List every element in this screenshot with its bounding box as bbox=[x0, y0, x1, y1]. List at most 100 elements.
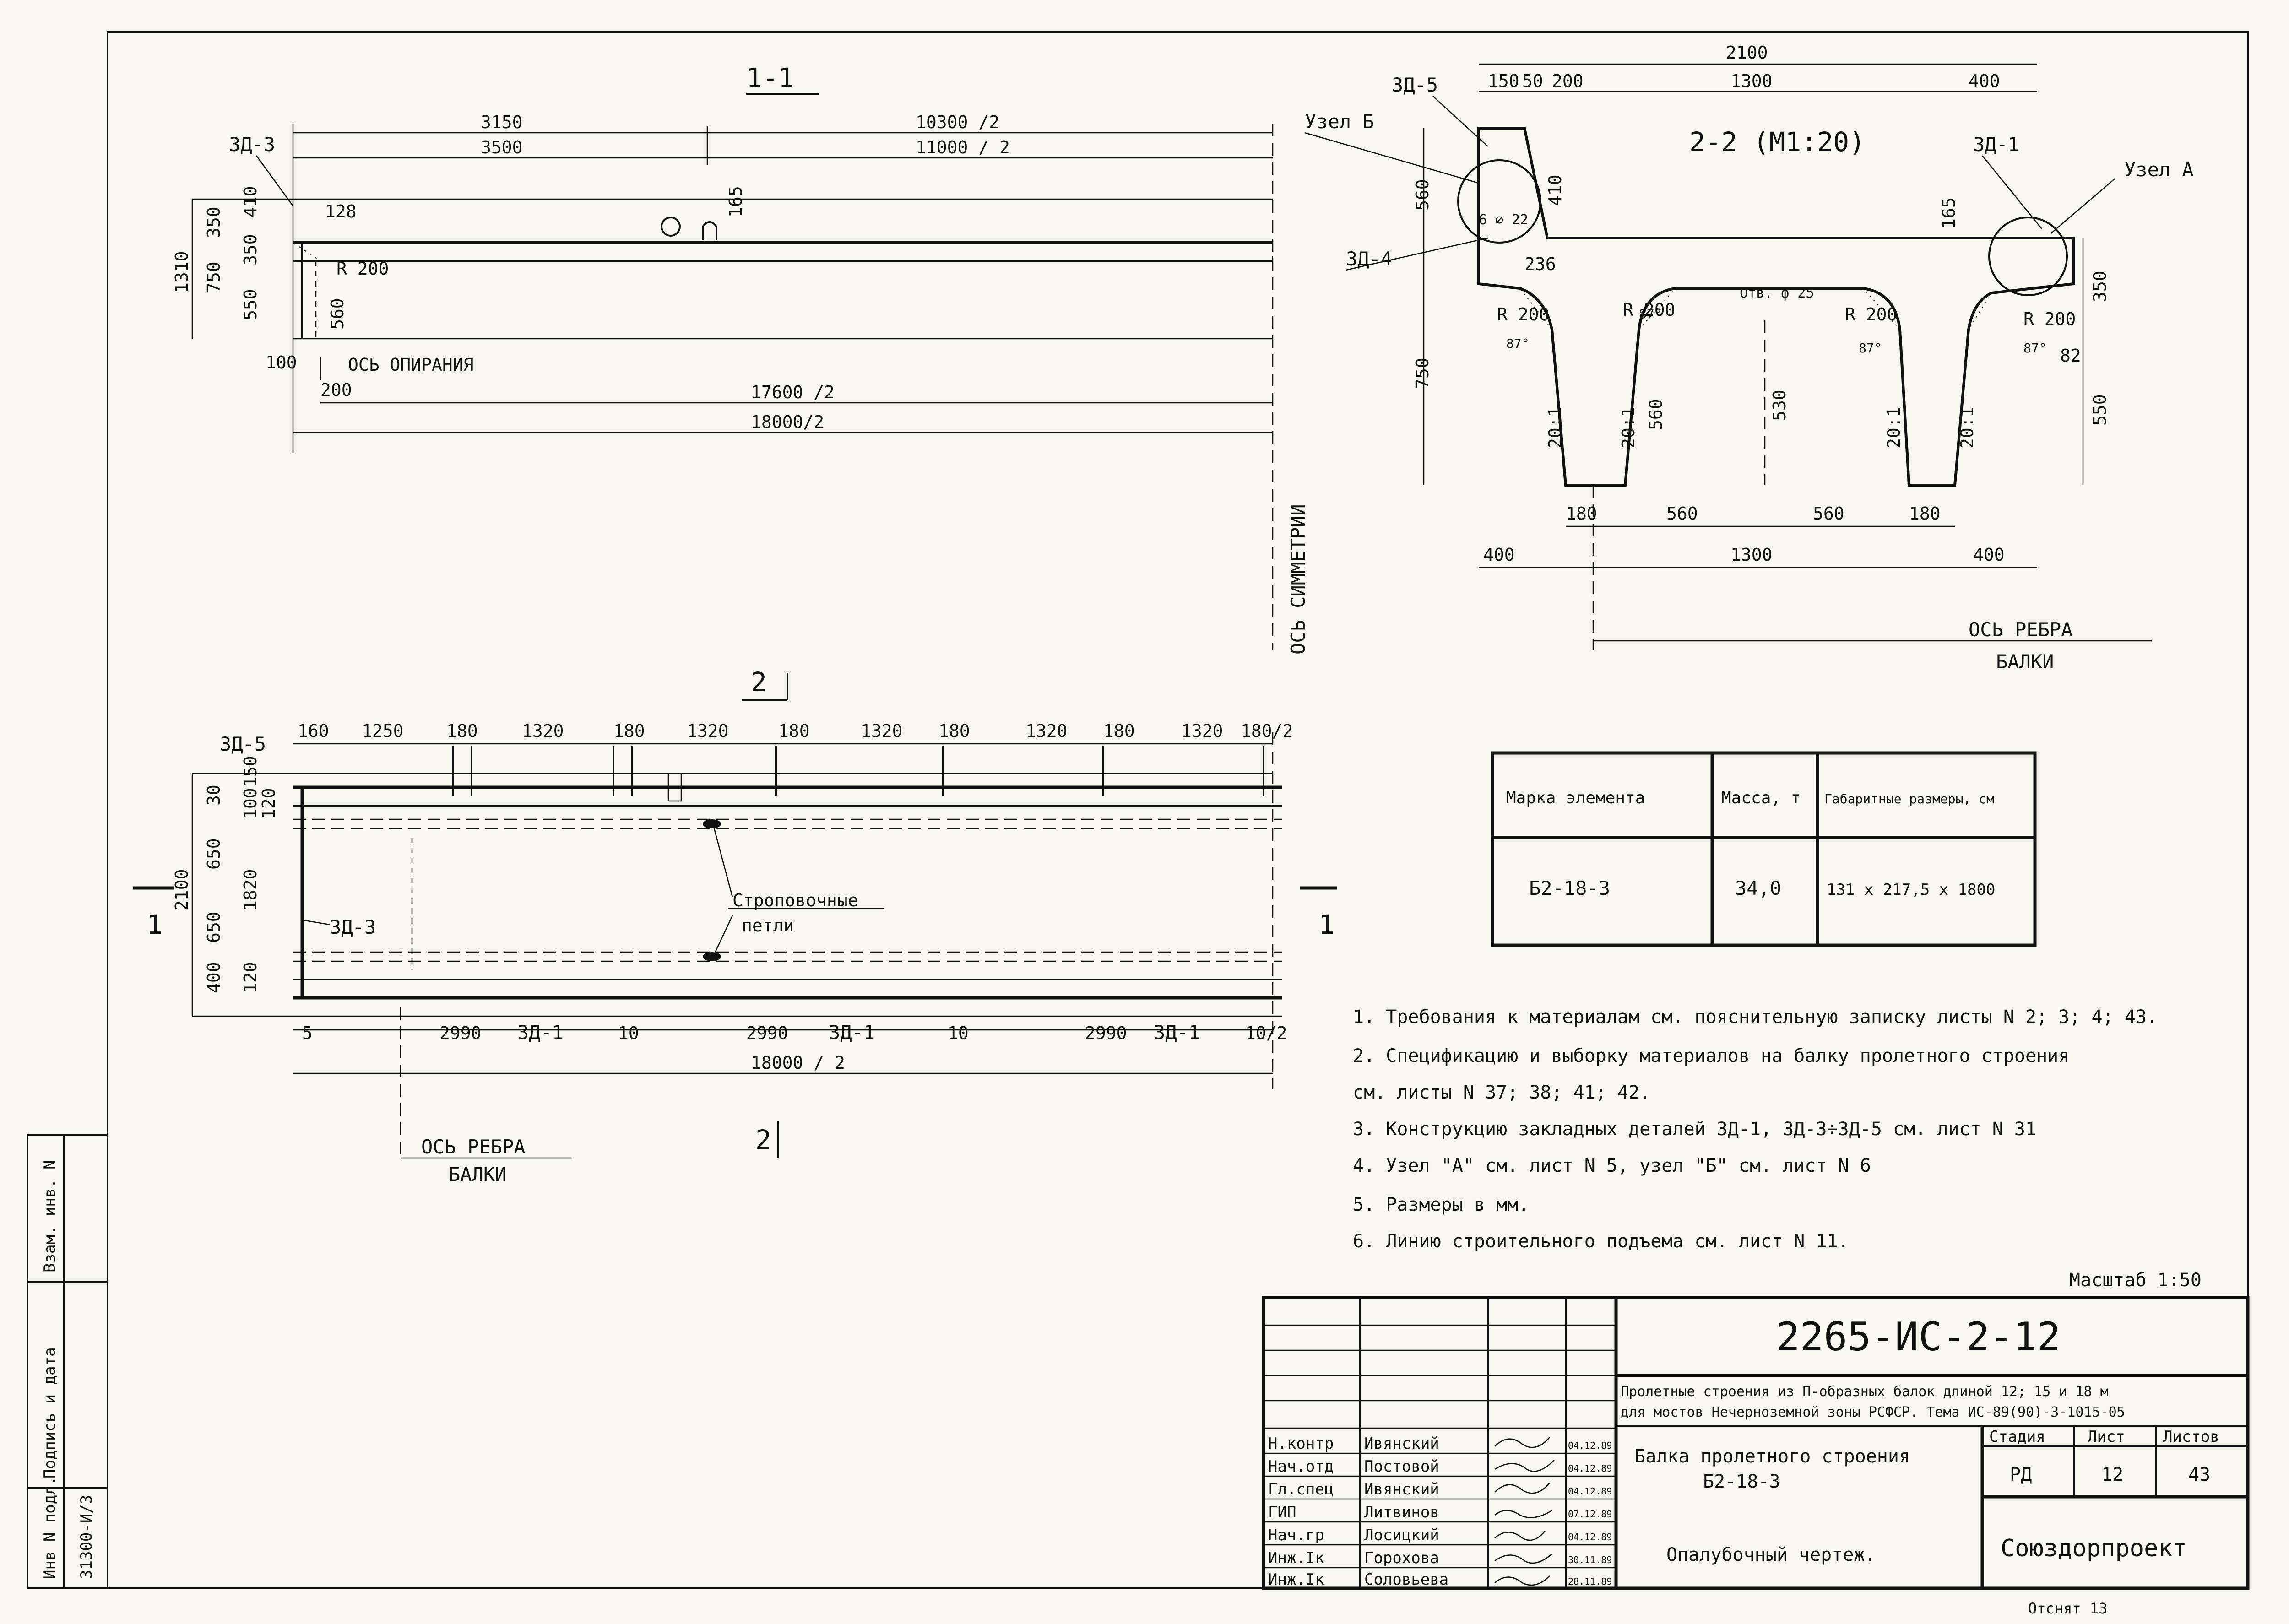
rib-axis-label-plan: ОСЬ РЕБРА bbox=[421, 1136, 526, 1158]
svg-text:10: 10 bbox=[948, 1023, 969, 1043]
svg-text:1320: 1320 bbox=[522, 721, 564, 741]
section-1-1-title: 1-1 bbox=[746, 62, 794, 93]
svg-text:410: 410 bbox=[1545, 174, 1565, 206]
svg-text:R 200: R 200 bbox=[1845, 304, 1897, 325]
project-line-2: для мостов Нечерноземной зоны РСФСР. Тем… bbox=[1621, 1404, 2125, 1420]
svg-text:Постовой: Постовой bbox=[1364, 1457, 1439, 1476]
svg-text:120: 120 bbox=[259, 788, 279, 819]
svg-text:150: 150 bbox=[1488, 71, 1519, 91]
sheet-title-2: Б2-18-3 bbox=[1703, 1471, 1780, 1492]
svg-text:10/2: 10/2 bbox=[1245, 1023, 1287, 1043]
svg-text:2990: 2990 bbox=[746, 1023, 788, 1043]
svg-text:550: 550 bbox=[240, 289, 260, 320]
svg-text:180: 180 bbox=[1909, 503, 1941, 524]
svg-text:30.11.89: 30.11.89 bbox=[1568, 1554, 1612, 1565]
svg-text:180: 180 bbox=[778, 721, 810, 741]
side-stamp: Инв N подл. Подпись и дата Взам. инв. N … bbox=[27, 1134, 108, 1589]
svg-text:1300: 1300 bbox=[1730, 71, 1773, 91]
svg-text:350: 350 bbox=[240, 234, 260, 265]
svg-text:Гл.спец: Гл.спец bbox=[1268, 1480, 1334, 1499]
svg-text:07.12.89: 07.12.89 bbox=[1568, 1509, 1612, 1520]
svg-text:04.12.89: 04.12.89 bbox=[1568, 1532, 1612, 1543]
svg-text:1820: 1820 bbox=[240, 869, 260, 911]
symmetry-axis-label: ОСЬ СИММЕТРИИ bbox=[1287, 504, 1309, 655]
svg-text:180: 180 bbox=[1103, 721, 1135, 741]
svg-text:ЗД-1: ЗД-1 bbox=[517, 1021, 564, 1044]
svg-text:ГИП: ГИП bbox=[1268, 1503, 1296, 1521]
cut-2-bottom: 2 bbox=[755, 1124, 771, 1155]
svg-text:30: 30 bbox=[204, 785, 224, 806]
svg-text:18000/2: 18000/2 bbox=[751, 412, 824, 432]
organization: Союздорпроект bbox=[2001, 1535, 2187, 1562]
note-2: 2. Спецификацию и выборку материалов на … bbox=[1353, 1045, 2069, 1066]
svg-text:R 200: R 200 bbox=[2023, 309, 2076, 329]
svg-text:160: 160 bbox=[298, 721, 329, 741]
svg-text:50: 50 bbox=[1522, 71, 1543, 91]
spec-cell-dims: 131 х 217,5 х 1800 bbox=[1827, 881, 1995, 899]
svg-text:87°: 87° bbox=[1859, 341, 1882, 356]
title-block: 2265-ИС-2-12 Пролетные строения из П-обр… bbox=[1262, 1296, 2250, 1590]
svg-text:400: 400 bbox=[1973, 545, 2005, 565]
svg-text:200: 200 bbox=[320, 380, 352, 400]
zd3-label-plan: ЗД-3 bbox=[330, 916, 376, 938]
svg-text:120: 120 bbox=[240, 962, 260, 993]
svg-text:R 200: R 200 bbox=[1497, 304, 1549, 325]
svg-text:400: 400 bbox=[204, 962, 224, 993]
svg-text:1250: 1250 bbox=[362, 721, 404, 741]
dim-3150: 3150 bbox=[481, 112, 523, 132]
svg-text:410: 410 bbox=[240, 186, 260, 217]
project-line-1: Пролетные строения из П-образных балок д… bbox=[1621, 1384, 2109, 1400]
svg-text:180: 180 bbox=[938, 721, 970, 741]
svg-text:БАЛКИ: БАЛКИ bbox=[1996, 650, 2054, 673]
plan-view: 2 ЗД-5 160 1250 180 1320 180 1320 180 13… bbox=[133, 666, 1337, 1186]
svg-text:560: 560 bbox=[327, 298, 347, 330]
svg-text:560: 560 bbox=[1666, 503, 1698, 524]
svg-text:04.12.89: 04.12.89 bbox=[1568, 1463, 1612, 1474]
dim-3500: 3500 bbox=[481, 137, 523, 157]
spec-cell-mass: 34,0 bbox=[1735, 877, 1781, 899]
svg-text:Инж.Iк: Инж.Iк bbox=[1268, 1570, 1324, 1589]
sheets-value: 43 bbox=[2188, 1464, 2210, 1485]
note-6: 6. Линию строительного подъема см. лист … bbox=[1353, 1231, 1849, 1252]
svg-text:20:1: 20:1 bbox=[1545, 406, 1565, 449]
svg-text:1320: 1320 bbox=[1025, 721, 1068, 741]
dim-11000: 11000 / 2 bbox=[916, 137, 1010, 157]
spec-header-mark: Марка элемента bbox=[1506, 789, 1645, 807]
svg-text:400: 400 bbox=[1969, 71, 2000, 91]
svg-text:100: 100 bbox=[240, 788, 260, 819]
support-axis-label: ОСЬ ОПИРАНИЯ bbox=[348, 355, 474, 375]
svg-text:17600 /2: 17600 /2 bbox=[751, 382, 835, 402]
svg-text:750: 750 bbox=[1412, 357, 1432, 389]
node-b-label: Узел Б bbox=[1305, 110, 1374, 133]
svg-text:Ивянский: Ивянский bbox=[1364, 1435, 1439, 1453]
node-a-circle bbox=[1988, 217, 2068, 296]
svg-text:1300: 1300 bbox=[1730, 545, 1773, 565]
svg-text:R 200: R 200 bbox=[1623, 300, 1675, 320]
zd1-label-2: ЗД-1 bbox=[1973, 133, 2019, 156]
svg-text:2990: 2990 bbox=[1085, 1023, 1127, 1043]
svg-text:18000 / 2: 18000 / 2 bbox=[751, 1053, 845, 1073]
svg-text:165: 165 bbox=[1939, 197, 1959, 229]
svg-text:20:1: 20:1 bbox=[1884, 406, 1904, 449]
svg-text:400: 400 bbox=[1483, 545, 1515, 565]
signature-rows: Н.контр Ивянский 04.12.89 Нач.отд Постов… bbox=[1264, 1435, 1616, 1589]
node-b-circle bbox=[1457, 159, 1541, 244]
svg-text:28.11.89: 28.11.89 bbox=[1568, 1576, 1612, 1587]
spec-cell-mark: Б2-18-3 bbox=[1529, 877, 1610, 899]
stamp-inv-value: 31300-И/3 bbox=[77, 1495, 96, 1579]
notes: 1. Требования к материалам см. пояснител… bbox=[1353, 1007, 2202, 1291]
svg-text:1320: 1320 bbox=[1181, 721, 1223, 741]
svg-text:1320: 1320 bbox=[687, 721, 729, 741]
svg-text:180: 180 bbox=[1566, 503, 1597, 524]
svg-text:180: 180 bbox=[446, 721, 478, 741]
svg-text:150: 150 bbox=[240, 756, 260, 787]
scale-label: Масштаб 1:50 bbox=[2069, 1270, 2202, 1291]
copy-mark: Отснят 13 bbox=[2028, 1600, 2107, 1617]
svg-text:6 ⌀ 22: 6 ⌀ 22 bbox=[1479, 212, 1528, 228]
svg-text:Нач.отд: Нач.отд bbox=[1268, 1457, 1334, 1476]
svg-text:Листов: Листов bbox=[2163, 1428, 2219, 1446]
zd5-label-2: ЗД-5 bbox=[1392, 74, 1438, 96]
drawing-type: Опалубочный чертеж. bbox=[1666, 1544, 1876, 1565]
svg-text:Стадия: Стадия bbox=[1989, 1428, 2045, 1446]
svg-text:165: 165 bbox=[726, 186, 746, 217]
